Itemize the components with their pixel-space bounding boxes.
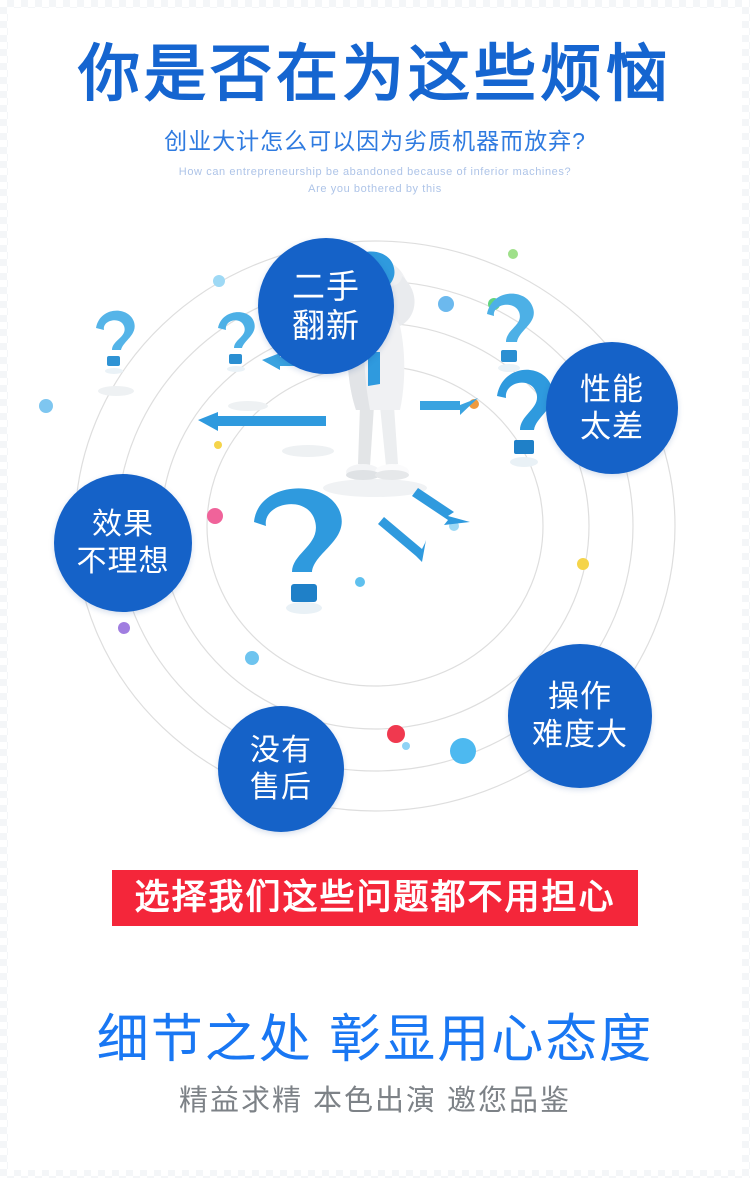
header-section: 你是否在为这些烦恼 创业大计怎么可以因为劣质机器而放弃? How can ent…: [8, 38, 742, 198]
footer-title: 细节之处 彰显用心态度: [96, 1011, 654, 1069]
bubble-no-after-sales[interactable]: 没有 售后: [218, 706, 344, 832]
reassurance-banner: 选择我们这些问题都不用担心: [112, 870, 638, 926]
arrow-icon-diagonal-bottom-left: [378, 517, 426, 562]
decorative-dot-7: [387, 725, 405, 743]
bubble-line2: 翻新: [292, 307, 360, 344]
question-mark-icon-bottom-left: [254, 488, 342, 614]
bubble-line1: 没有: [250, 734, 312, 767]
decorative-dot-11: [450, 738, 476, 764]
subtitle-english-line1: How can entrepreneurship be abandoned be…: [178, 166, 572, 178]
bubble-line1: 性能: [580, 372, 644, 407]
bubble-line2: 售后: [250, 771, 312, 804]
decorative-dot-2: [214, 441, 222, 449]
bubble-secondhand-refurbished[interactable]: 二手 翻新: [258, 238, 394, 374]
bubble-line2: 难度大: [532, 717, 628, 752]
arrow-icon-left-lower: [198, 412, 326, 431]
decorative-dot-4: [213, 275, 225, 287]
decorative-dot-9: [438, 296, 454, 312]
bubble-line2: 太差: [580, 409, 644, 444]
promo-page-canvas: 你是否在为这些烦恼 创业大计怎么可以因为劣质机器而放弃? How can ent…: [8, 8, 742, 1170]
question-mark-icon-far-left: [96, 310, 135, 374]
decorative-dot-0: [39, 399, 53, 413]
footer-subtitle: 精益求精 本色出演 邀您品鉴: [178, 1085, 572, 1117]
decorative-dot-5: [245, 651, 259, 665]
reassurance-banner-text: 选择我们这些问题都不用担心: [134, 878, 616, 917]
subtitle-english: How can entrepreneurship be abandoned be…: [8, 164, 742, 198]
bubble-line2: 不理想: [76, 545, 170, 578]
subtitle-english-line2: Are you bothered by this: [308, 183, 442, 195]
arrow-icon-right-upper: [420, 398, 478, 415]
page-title: 你是否在为这些烦恼: [77, 40, 672, 109]
arrow-icon-diagonal-bottom-right: [412, 488, 470, 525]
pain-points-diagram: 二手 翻新 性能 太差 效果 不理想 没有 售后 操作 难度大: [8, 226, 742, 836]
bubble-line1: 操作: [548, 679, 612, 714]
bubble-unsatisfactory-results[interactable]: 效果 不理想: [54, 474, 192, 612]
question-mark-icon-left: [218, 312, 255, 372]
footer-section: 细节之处 彰显用心态度 精益求精 本色出演 邀您品鉴: [8, 1008, 742, 1120]
decorative-dot-14: [508, 249, 518, 259]
decorative-dot-1: [118, 622, 130, 634]
subtitle-chinese: 创业大计怎么可以因为劣质机器而放弃?: [164, 128, 586, 154]
bubble-line1: 效果: [92, 508, 154, 541]
decorative-dot-3: [207, 508, 223, 524]
question-mark-icon-bottom-right: [497, 369, 554, 467]
decorative-dot-8: [402, 742, 410, 750]
question-mark-icon-right: [487, 293, 534, 372]
decorative-dot-15: [577, 558, 589, 570]
decorative-dot-6: [355, 577, 365, 587]
bubble-line1: 二手: [292, 268, 360, 305]
bubble-poor-performance[interactable]: 性能 太差: [546, 342, 678, 474]
bubble-difficult-operation[interactable]: 操作 难度大: [508, 644, 652, 788]
